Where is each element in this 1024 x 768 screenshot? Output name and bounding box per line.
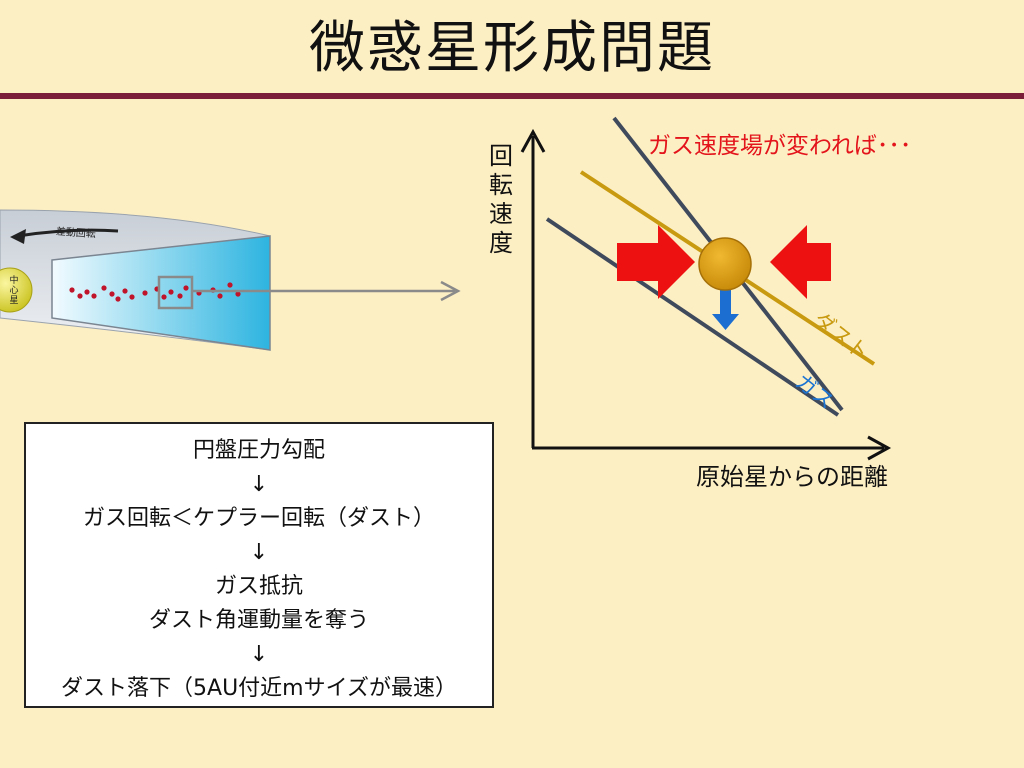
zoom-pointer-head xyxy=(440,280,461,302)
x-axis-label: 原始星からの距離 xyxy=(696,463,888,491)
summary-arrow: ↓ xyxy=(249,642,269,667)
title-divider xyxy=(0,93,1024,99)
protoplanetary-disk xyxy=(0,209,461,351)
gas-velocity-headline: ガス速度場が変われば･･･ xyxy=(648,133,912,159)
central-star xyxy=(0,267,33,313)
dust-particle-ball xyxy=(698,237,752,291)
velocity-graph xyxy=(520,116,892,461)
left-force-arrow xyxy=(617,225,695,299)
gas-velocity-line-lower xyxy=(545,217,840,417)
summary-line: ダスト角運動量を奪う xyxy=(148,608,369,633)
summary-line: ガス回転＜ケプラー回転（ダスト） xyxy=(82,506,435,531)
summary-line: ダスト落下（5AU付近mサイズが最速） xyxy=(61,676,457,701)
differential-rotation-label: 差動回転 xyxy=(55,226,97,241)
zoom-region-box xyxy=(157,275,194,310)
rotation-arrow xyxy=(17,228,119,238)
summary-line: ガス抵抗 xyxy=(214,574,303,599)
falling-arrow xyxy=(712,290,739,330)
rotation-arrow-head xyxy=(10,229,26,244)
summary-line: 円盤圧力勾配 xyxy=(192,438,325,463)
summary-box: 円盤圧力勾配 ↓ ガス回転＜ケプラー回転（ダスト） ↓ ガス抵抗 ダスト角運動量… xyxy=(24,422,494,708)
x-axis-arrowhead xyxy=(867,435,892,461)
summary-arrow: ↓ xyxy=(249,472,269,497)
y-axis-label: 回転速度 xyxy=(489,142,513,257)
page-title: 微惑星形成問題 xyxy=(309,16,715,81)
summary-arrow: ↓ xyxy=(249,540,269,565)
disk-cross-section xyxy=(51,235,271,351)
y-axis-arrowhead xyxy=(520,128,546,153)
central-star-label: 中心星 xyxy=(9,276,19,306)
right-force-arrow xyxy=(770,225,831,299)
